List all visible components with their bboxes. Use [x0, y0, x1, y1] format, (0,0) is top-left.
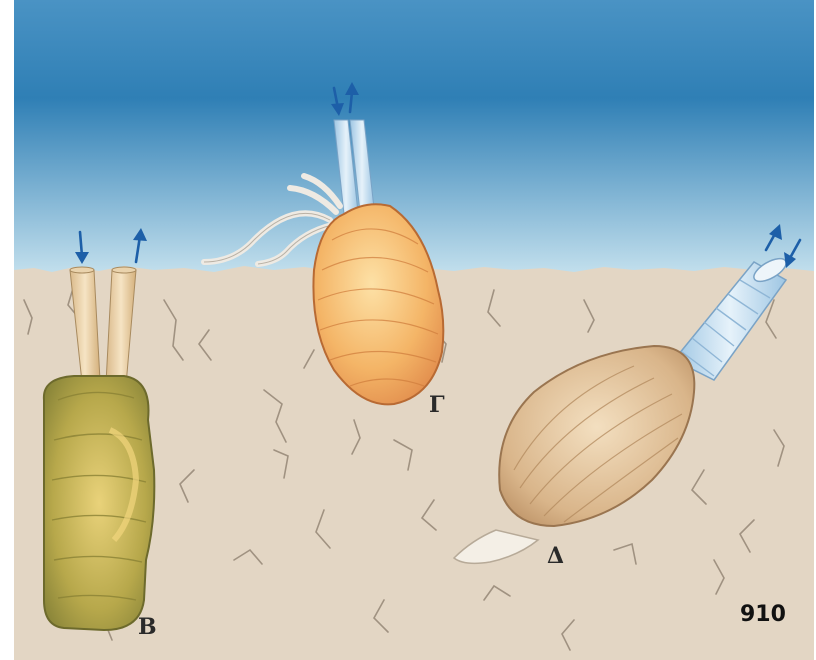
- label-b: B: [138, 614, 157, 640]
- bivalve-burrowing-illustration: [14, 0, 814, 660]
- page-number: 910: [740, 600, 790, 630]
- label-gamma: Γ: [429, 392, 445, 418]
- label-delta: Δ: [547, 543, 564, 569]
